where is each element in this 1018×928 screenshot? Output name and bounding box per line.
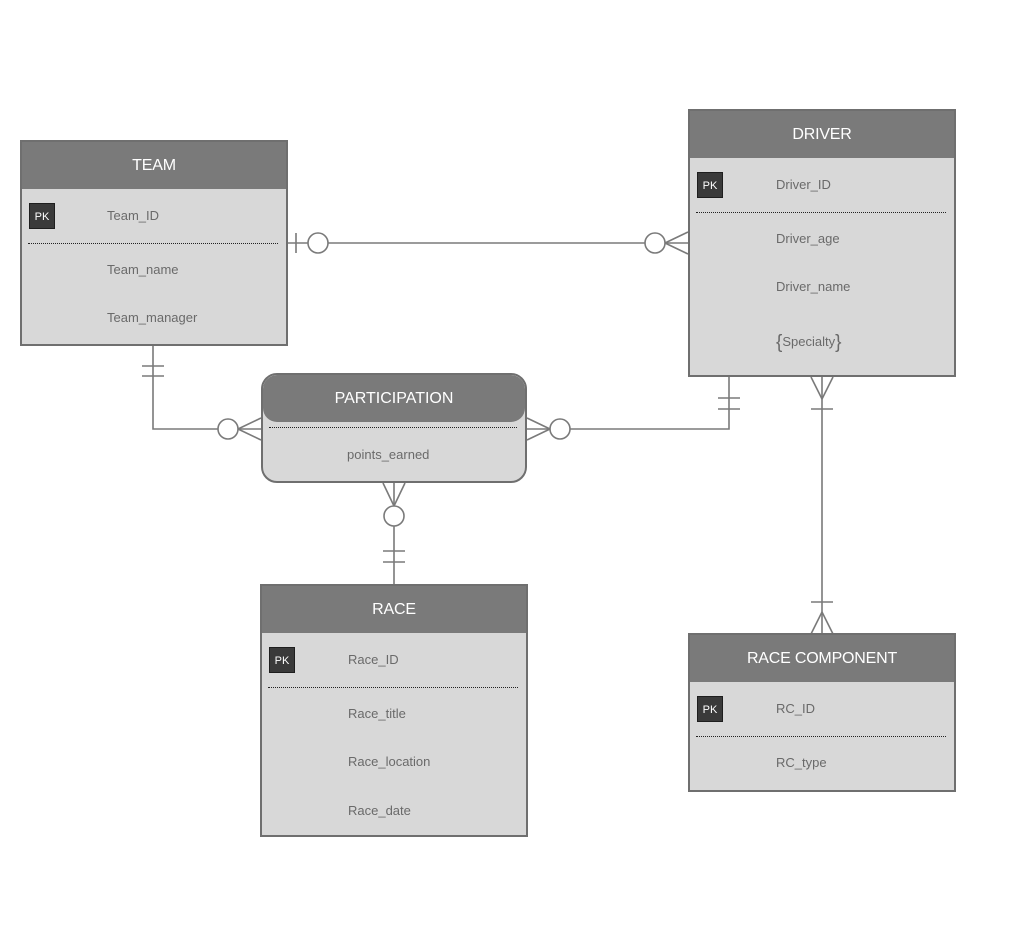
race-location-attr: Race_location [348, 754, 431, 769]
driver-participation-connector [526, 377, 740, 441]
entity-race-component[interactable]: RACE COMPONENT PK RC_ID RC_type [688, 633, 956, 792]
rc-type-attr: RC_type [776, 755, 827, 770]
driver-age-attr: Driver_age [776, 231, 840, 246]
pk-badge: PK [269, 647, 295, 673]
race-participation-connector [382, 482, 406, 585]
points-earned-attr: points_earned [347, 447, 430, 462]
pk-separator [28, 243, 278, 244]
entity-driver-title: DRIVER [690, 111, 954, 158]
entity-team-title: TEAM [22, 142, 286, 189]
pk-badge: PK [29, 203, 55, 229]
entity-driver[interactable]: DRIVER PK Driver_ID Driver_age Driver_na… [688, 109, 956, 377]
driver-name-attr: Driver_name [776, 279, 851, 294]
driver-id-attr: Driver_ID [776, 177, 831, 192]
entity-race-component-title: RACE COMPONENT [690, 635, 954, 682]
entity-race-title: RACE [262, 586, 526, 633]
driver-specialty-attr: {Specialty} [776, 332, 842, 353]
pk-separator [696, 736, 946, 737]
pk-separator [268, 687, 518, 688]
brace-close: } [835, 332, 842, 353]
team-manager-attr: Team_manager [107, 310, 198, 325]
entity-team[interactable]: TEAM PK Team_ID Team_name Team_manager [20, 140, 288, 346]
driver-racecomponent-connector [810, 376, 834, 635]
team-participation-connector [142, 346, 262, 441]
race-date-attr: Race_date [348, 803, 411, 818]
team-driver-connector [288, 231, 689, 255]
pk-badge: PK [697, 172, 723, 198]
pk-separator [696, 212, 946, 213]
team-name-attr: Team_name [107, 262, 179, 277]
entity-race[interactable]: RACE PK Race_ID Race_title Race_location… [260, 584, 528, 837]
entity-participation-title: PARTICIPATION [263, 375, 525, 422]
entity-participation[interactable]: PARTICIPATION points_earned [261, 373, 527, 483]
rc-id-attr: RC_ID [776, 701, 816, 716]
pk-separator [269, 427, 517, 428]
race-title-attr: Race_title [348, 706, 406, 721]
race-id-attr: Race_ID [348, 652, 399, 667]
multivalued-attr-label: Specialty [782, 334, 836, 349]
brace-open: { [776, 332, 783, 353]
pk-badge: PK [697, 696, 723, 722]
team-id-attr: Team_ID [107, 208, 160, 223]
